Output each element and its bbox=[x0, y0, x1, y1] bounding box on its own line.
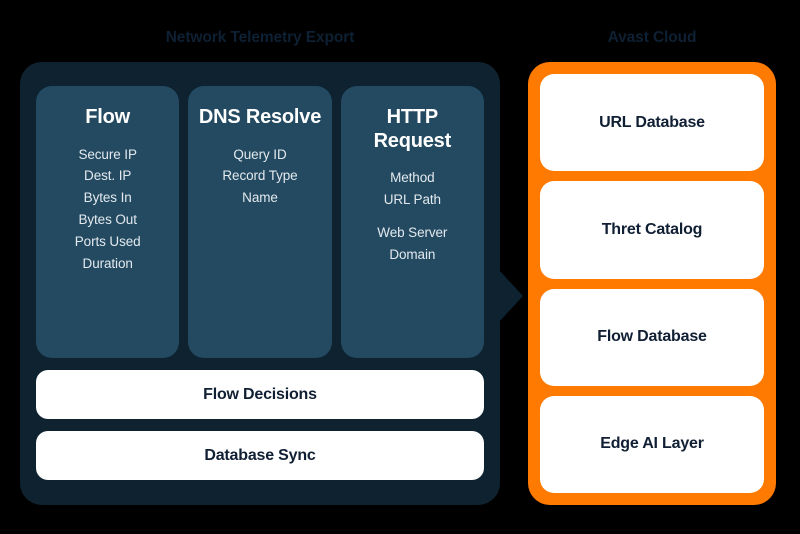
protocol-card-flow[interactable]: Flow Secure IP Dest. IP Bytes In Bytes O… bbox=[36, 86, 180, 358]
action-bar-label: Database Sync bbox=[204, 446, 316, 464]
action-bar-flow-decisions[interactable]: Flow Decisions bbox=[36, 370, 484, 419]
cloud-card-label: Edge AI Layer bbox=[600, 435, 704, 453]
action-bar-database-sync[interactable]: Database Sync bbox=[36, 431, 484, 480]
cloud-card-label: URL Database bbox=[599, 113, 705, 131]
cloud-card-flow-database[interactable]: Flow Database bbox=[540, 288, 764, 386]
protocol-card-items: Method URL Path Web Server Domain bbox=[347, 167, 478, 265]
protocol-item: Ports Used bbox=[74, 234, 141, 250]
cloud-card-url-database[interactable]: URL Database bbox=[540, 74, 764, 172]
cloud-card-label: Flow Database bbox=[597, 328, 707, 346]
cloud-card-thret-catalog[interactable]: Thret Catalog bbox=[540, 181, 764, 279]
protocol-item: Duration bbox=[82, 255, 133, 271]
telemetry-panel: Flow Secure IP Dest. IP Bytes In Bytes O… bbox=[20, 62, 500, 505]
protocol-item: URL Path bbox=[383, 192, 441, 208]
protocol-card-http-request[interactable]: HTTP Request Method URL Path Web Server … bbox=[340, 86, 484, 358]
protocol-item: Record Type bbox=[222, 168, 298, 184]
protocol-card-items: Secure IP Dest. IP Bytes In Bytes Out Po… bbox=[42, 144, 173, 275]
protocol-item: Bytes In bbox=[83, 190, 132, 206]
protocol-card-row: Flow Secure IP Dest. IP Bytes In Bytes O… bbox=[36, 86, 484, 358]
protocol-card-dns-resolve[interactable]: DNS Resolve Query ID Record Type Name bbox=[188, 86, 332, 358]
telemetry-section-title: Network Telemetry Export bbox=[165, 29, 355, 46]
protocol-card-title: DNS Resolve bbox=[198, 106, 322, 128]
cloud-panel: URL Database Thret Catalog Flow Database… bbox=[528, 62, 776, 505]
action-bar-label: Flow Decisions bbox=[203, 385, 317, 403]
arrow-right-icon bbox=[499, 270, 523, 322]
protocol-item: Bytes Out bbox=[78, 212, 137, 228]
protocol-item: Query ID bbox=[233, 146, 287, 162]
protocol-item: Secure IP bbox=[78, 146, 137, 162]
protocol-card-title: Flow bbox=[85, 106, 131, 128]
protocol-item: Web Server Domain bbox=[377, 224, 448, 262]
protocol-card-title: HTTP Request bbox=[373, 106, 452, 152]
cloud-card-edge-ai-layer[interactable]: Edge AI Layer bbox=[540, 395, 764, 493]
protocol-item: Dest. IP bbox=[84, 168, 132, 184]
protocol-item: Name bbox=[242, 190, 278, 206]
protocol-item: Method bbox=[390, 170, 435, 186]
protocol-card-items: Query ID Record Type Name bbox=[194, 144, 325, 210]
cloud-card-label: Thret Catalog bbox=[601, 220, 703, 238]
cloud-section-title: Avast Cloud bbox=[607, 29, 697, 46]
